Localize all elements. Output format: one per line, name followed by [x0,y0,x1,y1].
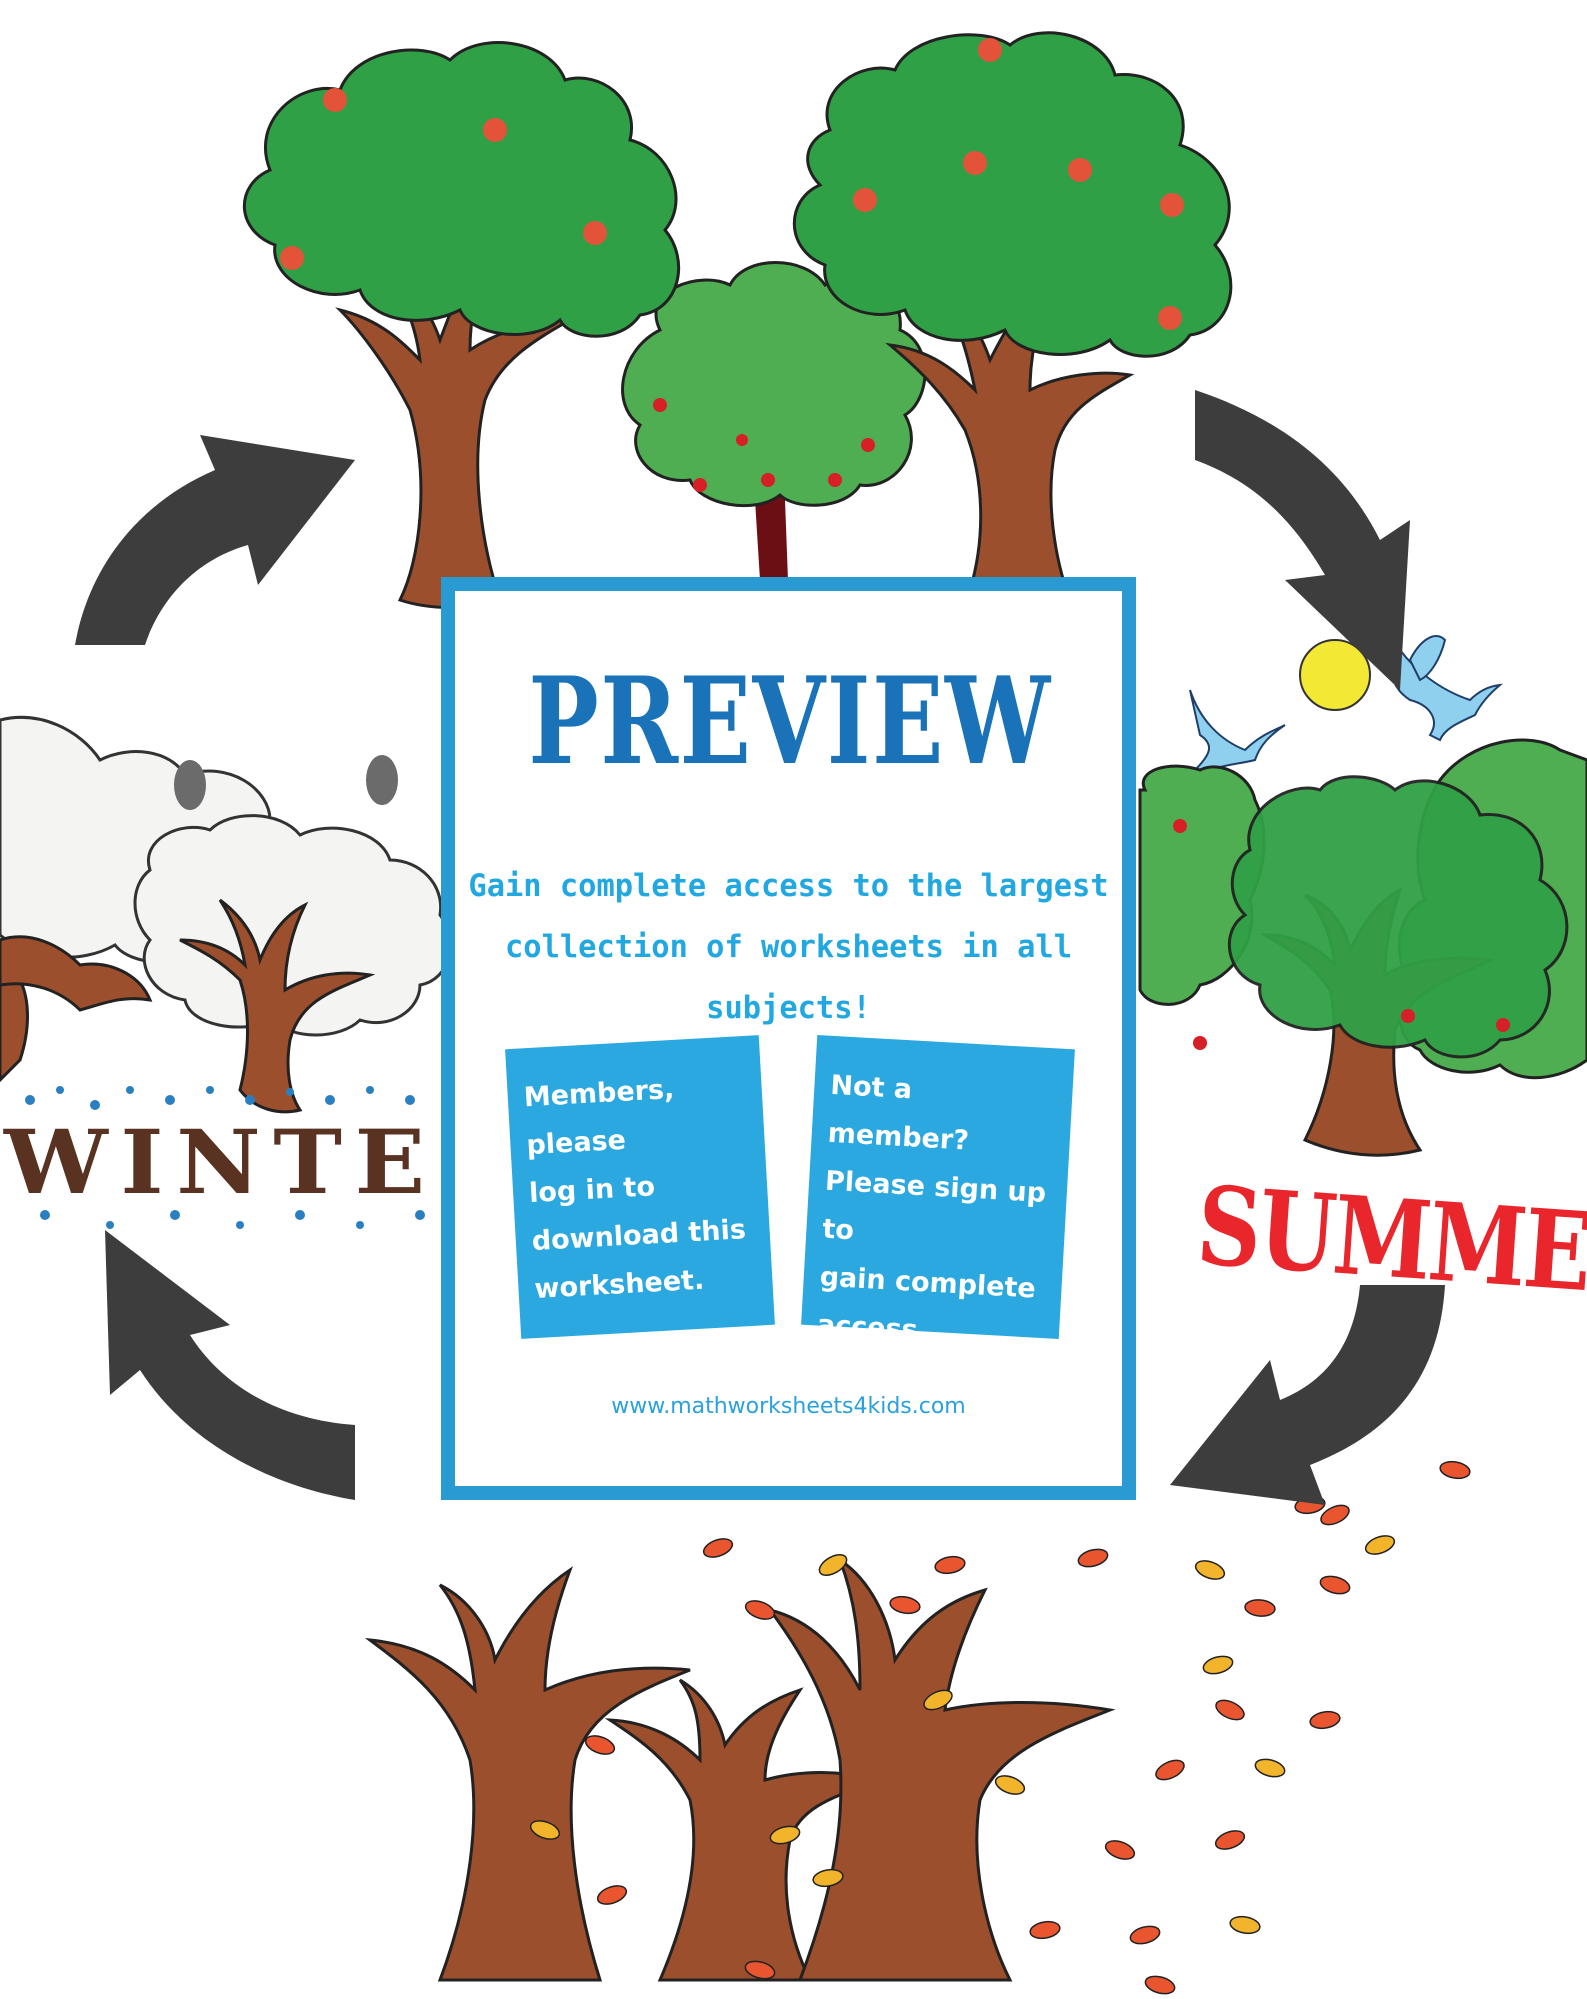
preview-panel: PREVIEW Gain complete access to the larg… [455,591,1122,1486]
spring-flowers-left [280,88,607,270]
site-url-link[interactable]: www.mathworksheets4kids.com [611,1394,966,1419]
bird-icon [1189,689,1286,777]
pitch-line: Gain complete access to the largest [468,868,1109,904]
arrow-icon [105,1230,355,1500]
preview-title: PREVIEW [528,651,1052,792]
winter-scene [0,715,452,1229]
summer-scene [1138,635,1587,1157]
spring-trees [242,31,1233,609]
arrow-icon [1170,1285,1445,1505]
snowflakes [25,1086,425,1229]
card-line: Members, please [522,1073,676,1162]
pitch-line: collection of worksheets in all subjects… [504,929,1072,1026]
arrow-icon [75,435,355,645]
signup-button[interactable]: Not a member? Please sign up to gain com… [801,1035,1075,1347]
access-pitch: Gain complete access to the largest coll… [462,856,1116,1039]
winter-label: WINTE [4,1110,438,1214]
summer-apples [1173,819,1510,1050]
spring-apples [653,398,875,492]
summer-label: SUMMER [1193,1163,1587,1322]
spring-flowers-right [853,38,1184,330]
card-line: Please sign up to [821,1165,1047,1247]
card-line: Not a member? [826,1069,970,1157]
falling-leaves [529,1460,1471,1995]
preview-frame: PREVIEW Gain complete access to the larg… [441,577,1136,1500]
arrow-icon [1195,390,1410,690]
cycle-arrows [75,390,1445,1505]
spring-tree-right [792,31,1233,605]
bird-icon [1391,635,1504,742]
sun-icon [1299,639,1371,711]
fall-trees [364,1460,1471,1995]
members-login-button[interactable]: Members, please log in to download this … [505,1035,775,1339]
spring-apple-tree [621,261,927,580]
spring-tree-left [242,41,681,609]
